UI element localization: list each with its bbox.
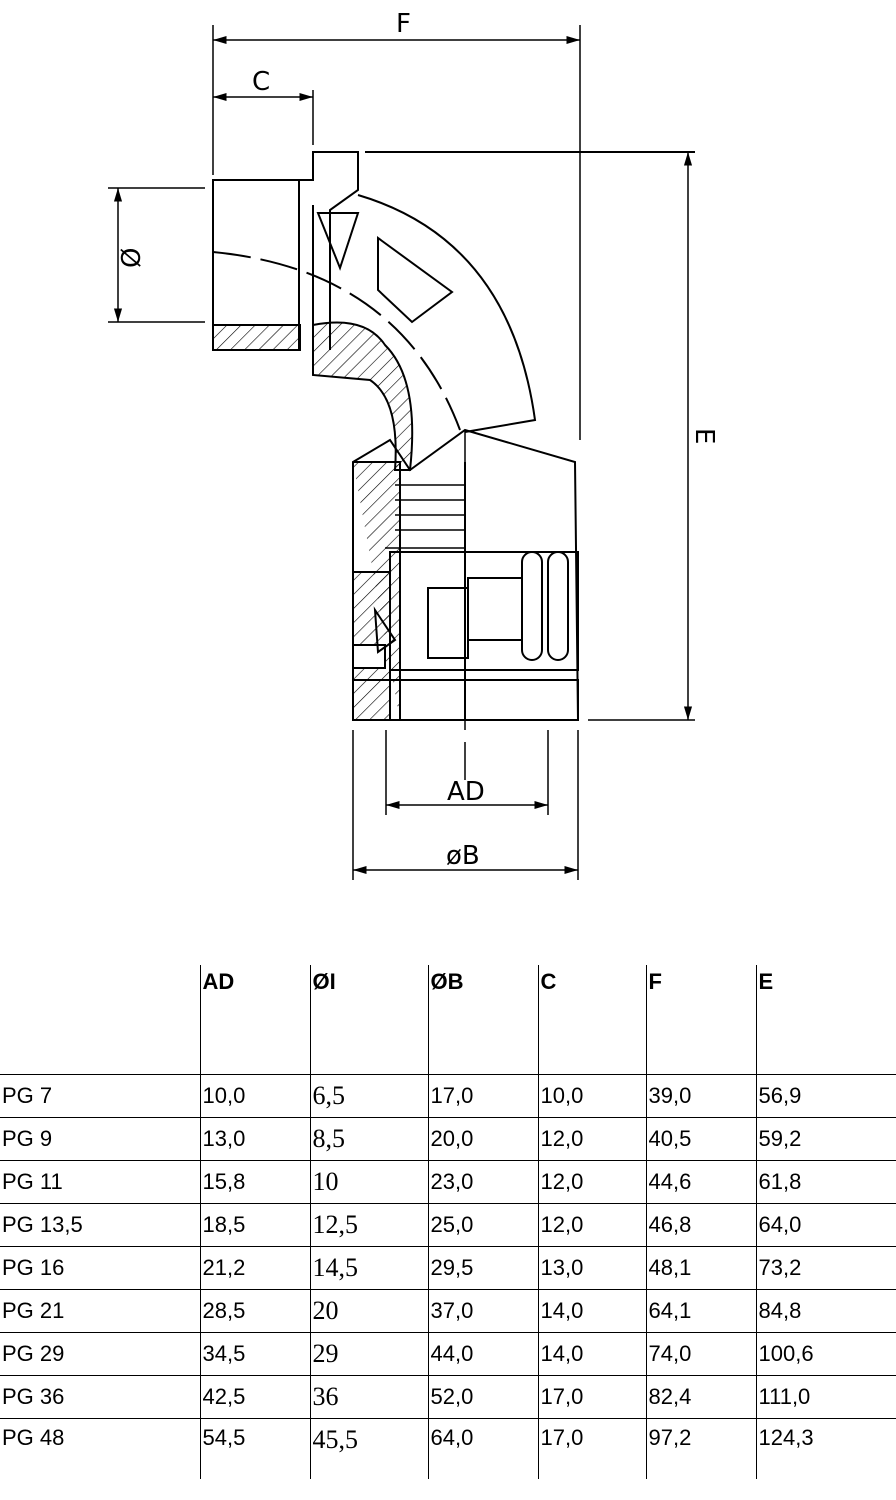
cell-i: 29 (309, 1332, 428, 1376)
table-row: PG 16 21,2 14,5 29,5 13,0 48,1 73,2 (0, 1246, 896, 1290)
cell-b: 25,0 (427, 1203, 538, 1247)
cell-f: 46,8 (645, 1203, 756, 1247)
row-size: PG 29 (0, 1332, 200, 1376)
cell-i: 8,5 (309, 1117, 428, 1161)
row-size: PG 11 (0, 1160, 200, 1204)
cell-c: 12,0 (537, 1203, 646, 1247)
dim-label-ad: AD (447, 777, 485, 807)
cell-c: 12,0 (537, 1160, 646, 1204)
table-row: PG 29 34,5 29 44,0 14,0 74,0 100,6 (0, 1332, 896, 1376)
column-header-c: C (537, 965, 646, 1075)
cell-i: 6,5 (309, 1074, 428, 1118)
dim-label-b: øB (446, 841, 480, 871)
table-row: PG 21 28,5 20 37,0 14,0 64,1 84,8 (0, 1289, 896, 1333)
cell-b: 17,0 (427, 1074, 538, 1118)
row-size: PG 21 (0, 1289, 200, 1333)
row-size: PG 13,5 (0, 1203, 200, 1247)
cell-ad: 28,5 (199, 1289, 310, 1333)
cell-e: 64,0 (755, 1203, 896, 1247)
cell-i: 12,5 (309, 1203, 428, 1247)
cell-b: 52,0 (427, 1375, 538, 1419)
column-header-e: E (755, 965, 896, 1075)
cell-ad: 54,5 (199, 1418, 310, 1479)
cell-e: 59,2 (755, 1117, 896, 1161)
dimension-table: AD ØI ØB C F E PG 7 10,0 6,5 17,0 10,0 3… (0, 965, 896, 1479)
cell-i: 45,5 (309, 1418, 428, 1479)
cell-ad: 42,5 (199, 1375, 310, 1419)
cell-f: 48,1 (645, 1246, 756, 1290)
cell-ad: 21,2 (199, 1246, 310, 1290)
cell-i: 20 (309, 1289, 428, 1333)
cell-ad: 13,0 (199, 1117, 310, 1161)
dim-label-e: E (689, 428, 719, 444)
column-header (0, 965, 200, 1075)
row-size: PG 48 (0, 1418, 200, 1479)
cell-ad: 18,5 (199, 1203, 310, 1247)
cell-f: 64,1 (645, 1289, 756, 1333)
cell-b: 37,0 (427, 1289, 538, 1333)
cell-c: 10,0 (537, 1074, 646, 1118)
table-row: PG 9 13,0 8,5 20,0 12,0 40,5 59,2 (0, 1117, 896, 1161)
cell-f: 40,5 (645, 1117, 756, 1161)
cell-f: 39,0 (645, 1074, 756, 1118)
cell-c: 14,0 (537, 1332, 646, 1376)
dim-label-c: C (252, 67, 270, 97)
cell-f: 74,0 (645, 1332, 756, 1376)
cell-b: 23,0 (427, 1160, 538, 1204)
cell-c: 13,0 (537, 1246, 646, 1290)
cell-e: 56,9 (755, 1074, 896, 1118)
cell-b: 44,0 (427, 1332, 538, 1376)
cell-e: 111,0 (755, 1375, 896, 1419)
table-header-row: AD ØI ØB C F E (0, 965, 896, 1075)
cell-b: 64,0 (427, 1418, 538, 1479)
row-size: PG 7 (0, 1074, 200, 1118)
dim-label-i: Ø (117, 248, 147, 268)
cell-e: 73,2 (755, 1246, 896, 1290)
row-size: PG 9 (0, 1117, 200, 1161)
dim-label-f: F (396, 9, 411, 39)
cell-ad: 34,5 (199, 1332, 310, 1376)
cell-c: 12,0 (537, 1117, 646, 1161)
elbow-fitting-drawing: F C Ø E AD øB (108, 9, 719, 880)
cell-i: 36 (309, 1375, 428, 1419)
dimension-lines (108, 25, 695, 880)
column-header-b: ØB (427, 965, 538, 1075)
fitting-outline (212, 151, 695, 780)
cell-i: 10 (309, 1160, 428, 1204)
cell-e: 84,8 (755, 1289, 896, 1333)
cell-ad: 15,8 (199, 1160, 310, 1204)
cell-c: 14,0 (537, 1289, 646, 1333)
row-size: PG 36 (0, 1375, 200, 1419)
table-row: PG 36 42,5 36 52,0 17,0 82,4 111,0 (0, 1375, 896, 1419)
column-header-ad: AD (199, 965, 310, 1075)
cell-f: 82,4 (645, 1375, 756, 1419)
cell-i: 14,5 (309, 1246, 428, 1290)
cell-e: 61,8 (755, 1160, 896, 1204)
cell-e: 124,3 (755, 1418, 896, 1479)
table-row: PG 7 10,0 6,5 17,0 10,0 39,0 56,9 (0, 1074, 896, 1118)
column-header-f: F (645, 965, 756, 1075)
cell-c: 17,0 (537, 1375, 646, 1419)
cell-e: 100,6 (755, 1332, 896, 1376)
column-header-i: ØI (309, 965, 428, 1075)
table-row: PG 13,5 18,5 12,5 25,0 12,0 46,8 64,0 (0, 1203, 896, 1247)
table-row: PG 11 15,8 10 23,0 12,0 44,6 61,8 (0, 1160, 896, 1204)
row-size: PG 16 (0, 1246, 200, 1290)
cell-ad: 10,0 (199, 1074, 310, 1118)
cell-b: 29,5 (427, 1246, 538, 1290)
cell-f: 97,2 (645, 1418, 756, 1479)
cell-b: 20,0 (427, 1117, 538, 1161)
cell-f: 44,6 (645, 1160, 756, 1204)
cell-c: 17,0 (537, 1418, 646, 1479)
table-row: PG 48 54,5 45,5 64,0 17,0 97,2 124,3 (0, 1418, 896, 1479)
